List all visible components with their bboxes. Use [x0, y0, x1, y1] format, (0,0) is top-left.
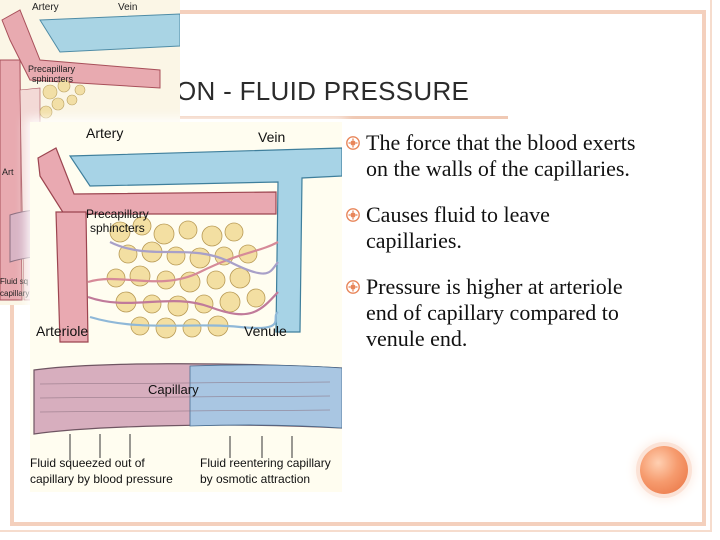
- bullet-item: Causes fluid to leave capillaries.: [346, 202, 636, 254]
- back-fluid-label: Fluid sq: [0, 277, 28, 286]
- frame-top-border: [0, 10, 706, 14]
- decorative-orb: [640, 446, 688, 494]
- precapillary-label: Precapillary: [86, 207, 149, 221]
- gear-circle-icon: [346, 208, 360, 222]
- back-precapillary-label: Precapillary: [28, 64, 76, 74]
- fluid-in-label-1: Fluid reentering capillary: [200, 456, 331, 470]
- vein-label: Vein: [258, 129, 285, 145]
- title-underline: [172, 116, 508, 119]
- capillary-label: Capillary: [148, 382, 199, 397]
- fluid-out-label-2: capillary by blood pressure: [30, 472, 173, 486]
- sphincters-label: sphincters: [90, 221, 145, 235]
- bullet-text: Pressure is higher at arteriole end of c…: [366, 274, 623, 351]
- back-artery-label: Artery: [32, 2, 59, 13]
- bullet-text: Causes fluid to leave capillaries.: [366, 202, 550, 253]
- capillary-diagram: Artery Vein Precapillary sphincters Arte…: [30, 122, 343, 492]
- back-vein-label: Vein: [118, 2, 137, 13]
- back-sphincters-label: sphincters: [32, 74, 74, 84]
- arteriole-label: Arteriole: [36, 323, 88, 339]
- bullet-item: The force that the blood exerts on the w…: [346, 130, 636, 182]
- frame-bottom-line: [0, 530, 712, 532]
- fluid-out-label-1: Fluid squeezed out of: [30, 456, 145, 470]
- slide-title: ON - FLUID PRESSURE: [176, 76, 470, 106]
- frame-right-line: [710, 0, 712, 530]
- bullet-text: The force that the blood exerts on the w…: [366, 130, 636, 181]
- slide-frame: [10, 10, 706, 526]
- bullet-list: The force that the blood exerts on the w…: [346, 130, 636, 372]
- fluid-in-label-2: by osmotic attraction: [200, 472, 310, 486]
- back-arteriole-label: Art: [2, 167, 14, 177]
- gear-circle-icon: [346, 136, 360, 150]
- artery-label: Artery: [86, 125, 123, 141]
- capillary-diagram-graphic: Artery Vein Precapillary sphincters Arte…: [30, 122, 343, 492]
- back-capillary-label: capillary: [0, 289, 29, 298]
- venule-label: Venule: [244, 323, 287, 339]
- bullet-item: Pressure is higher at arteriole end of c…: [346, 274, 636, 352]
- gear-circle-icon: [346, 280, 360, 294]
